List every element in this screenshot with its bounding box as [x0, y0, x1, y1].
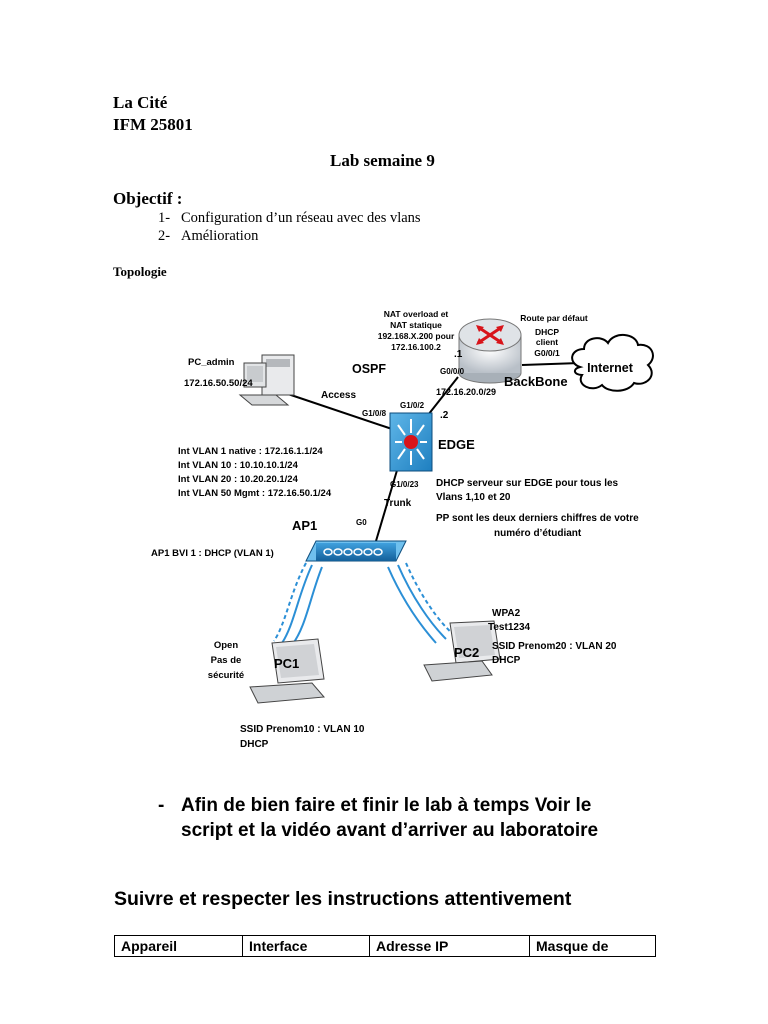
router-backbone: [458, 318, 522, 384]
backbone-label: BackBone: [504, 374, 568, 389]
pp-note: PP sont les deux derniers chiffres de vo…: [436, 513, 639, 539]
vlan-line: Int VLAN 1 native : 172.16.1.1/24: [178, 446, 323, 457]
pc2-ssid-line: SSID Prenom20 : VLAN 20: [492, 641, 617, 652]
pc-admin-ip: 172.16.50.50/24: [184, 378, 253, 389]
router-g000: G0/0/0: [440, 367, 465, 376]
pc1-ssid-line: SSID Prenom10 : VLAN 10: [240, 724, 365, 735]
dhcp-note: DHCP serveur sur EDGE pour tous les Vlan…: [436, 478, 619, 503]
route-note-line: Route par défaut: [520, 313, 588, 323]
objectif-title: Objectif :: [113, 189, 183, 208]
router-dot1: .1: [454, 349, 463, 360]
col-interface: Interface: [242, 935, 370, 957]
nat-note-line: NAT statique: [390, 320, 442, 330]
pc1-label: PC1: [274, 656, 299, 671]
school-name: La Cité: [113, 93, 168, 112]
open-note-line: Pas de: [211, 655, 242, 666]
nat-note: NAT overload et NAT statique 192.168.X.2…: [378, 309, 455, 352]
ap1-access-point-icon: [305, 540, 407, 562]
pc-admin-computer-icon: [238, 354, 295, 406]
vlan-line: Int VLAN 10 : 10.10.10.1/24: [178, 460, 299, 471]
vlan-interfaces: Int VLAN 1 native : 172.16.1.1/24 Int VL…: [178, 446, 332, 499]
port-g102: G1/0/2: [400, 401, 425, 410]
port-g1023: G1/0/23: [390, 480, 419, 489]
access-label: Access: [321, 390, 356, 401]
wireless-signal-pc1-icon: [273, 562, 323, 646]
port-g108: G1/0/8: [362, 409, 387, 418]
route-note-line: DHCP: [535, 327, 559, 337]
objectif-item-num: 2-: [158, 228, 171, 244]
wpa-note-line: WPA2: [492, 608, 521, 619]
link-pcadmin-edge: [284, 392, 393, 430]
objectif-item-1: 1- Configuration d’un réseau avec des vl…: [158, 210, 421, 227]
instructions-heading: Suivre et respecter les instructions att…: [114, 888, 572, 910]
pp-note-line: numéro d’étudiant: [494, 528, 582, 539]
ap1-bvi: AP1 BVI 1 : DHCP (VLAN 1): [151, 548, 274, 559]
dhcp-note-line: Vlans 1,10 et 20: [436, 492, 511, 503]
bullet-paragraph: Afin de bien faire et finir le lab à tem…: [181, 793, 598, 843]
internet-cloud-icon: [571, 334, 654, 392]
pc2-laptop-icon: [423, 620, 501, 682]
objectif-item-text: Amélioration: [181, 228, 259, 244]
edge-label: EDGE: [438, 437, 475, 452]
route-note: Route par défaut DHCP client G0/0/1: [520, 313, 588, 358]
header: La Cité IFM 25801: [113, 92, 193, 136]
wpa-note-line: Test1234: [488, 622, 531, 633]
col-masque: Masque de: [529, 935, 656, 957]
device-table: Appareil Interface Adresse IP Masque de: [114, 935, 656, 957]
link-edge-router: [427, 376, 459, 416]
port-g0: G0: [356, 518, 367, 527]
route-note-line: client: [536, 337, 558, 347]
open-note: Open Pas de sécurité: [208, 640, 244, 681]
course-code: IFM 25801: [113, 115, 193, 134]
bullet-line: Afin de bien faire et finir le lab à tem…: [181, 795, 592, 816]
topologie-label: Topologie: [113, 264, 167, 279]
router-arrows-icon: [477, 325, 503, 345]
router-subnet: 172.16.20.0/29: [436, 387, 496, 397]
objectif-item-num: 1-: [158, 210, 171, 226]
bullet-line: script et la vidéo avant d’arriver au la…: [181, 820, 599, 841]
pc1-ssid-line: DHCP: [240, 739, 269, 750]
objectif-item-text: Configuration d’un réseau avec des vlans: [181, 210, 421, 226]
pc1-ssid: SSID Prenom10 : VLAN 10 DHCP: [240, 724, 365, 750]
ap1-label: AP1: [292, 518, 317, 533]
vlan-line: Int VLAN 20 : 10.20.20.1/24: [178, 474, 299, 485]
edge-dot2: .2: [440, 410, 449, 421]
dhcp-note-line: DHCP serveur sur EDGE pour tous les: [436, 478, 619, 489]
vlan-line: Int VLAN 50 Mgmt : 172.16.50.1/24: [178, 488, 332, 499]
pc1-laptop-icon: [249, 638, 326, 704]
table-header-row: Appareil Interface Adresse IP Masque de: [114, 935, 656, 957]
nat-note-line: NAT overload et: [384, 309, 449, 319]
pc2-ssid: SSID Prenom20 : VLAN 20 DHCP: [492, 641, 617, 666]
open-note-line: Open: [214, 640, 238, 651]
pp-note-line: PP sont les deux derniers chiffres de vo…: [436, 513, 639, 524]
route-note-line: G0/0/1: [534, 348, 560, 358]
nat-note-line: 192.168.X.200 pour: [378, 331, 455, 341]
col-appareil: Appareil: [114, 935, 243, 957]
wpa-note: WPA2 Test1234: [488, 608, 531, 633]
col-adresse-ip: Adresse IP: [369, 935, 530, 957]
pc2-ssid-line: DHCP: [492, 655, 521, 666]
nat-note-line: 172.16.100.2: [391, 342, 441, 352]
trunk-label: Trunk: [384, 498, 412, 509]
network-topology-diagram: NAT overload et NAT statique 192.168.X.2…: [151, 309, 654, 750]
link-router-internet: [521, 362, 581, 366]
lab-title: Lab semaine 9: [330, 151, 435, 170]
internet-label: Internet: [587, 361, 634, 375]
pc-admin-name: PC_admin: [188, 357, 235, 368]
bullet-dash: -: [158, 795, 165, 816]
ospf-label: OSPF: [352, 362, 386, 376]
wireless-signal-pc2-icon: [387, 562, 455, 644]
edge-switch-icon: [389, 412, 433, 472]
link-edge-ap1: [375, 466, 399, 542]
objectif-item-2: 2- Amélioration: [158, 228, 258, 245]
pc2-label: PC2: [454, 645, 479, 660]
open-note-line: sécurité: [208, 670, 244, 681]
